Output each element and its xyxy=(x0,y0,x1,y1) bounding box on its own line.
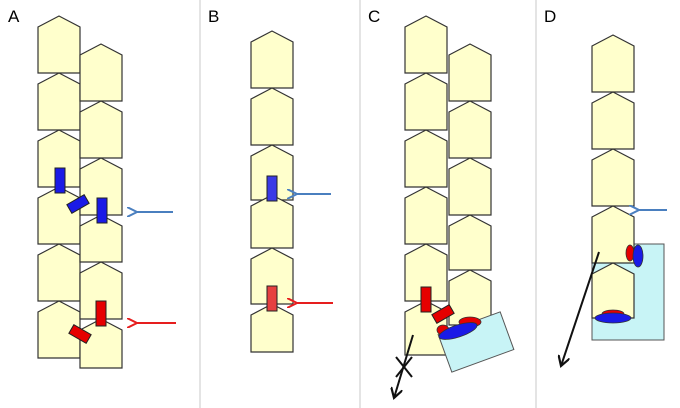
cell-column-a-right xyxy=(79,43,123,369)
cell xyxy=(37,15,81,74)
blocked-cross-icon xyxy=(395,356,413,378)
cell xyxy=(404,243,448,302)
cell xyxy=(250,144,294,201)
blue-marker xyxy=(96,197,108,224)
panel-c xyxy=(394,15,515,398)
panel-d xyxy=(561,34,667,366)
panel-b xyxy=(250,30,333,353)
cell-column-a-left xyxy=(37,15,81,359)
cell-column-c-left xyxy=(404,15,448,356)
cell-column-c-right xyxy=(448,43,492,326)
cell xyxy=(404,72,448,131)
panel-label-d: D xyxy=(544,7,556,26)
cell-column-b xyxy=(250,30,294,353)
cell xyxy=(448,157,492,216)
blue-adhesion-blob xyxy=(594,312,632,324)
cell xyxy=(591,205,635,264)
cell xyxy=(448,43,492,102)
red-marker xyxy=(95,300,107,327)
red-marker xyxy=(420,286,432,313)
panel-a xyxy=(37,15,176,369)
cell xyxy=(591,262,635,319)
red-marker xyxy=(431,303,455,325)
cell xyxy=(250,87,294,146)
cell xyxy=(79,261,123,320)
blue-marker xyxy=(54,167,66,194)
blue-marker xyxy=(266,175,278,202)
cell xyxy=(250,30,294,89)
blue-adhesion-blob xyxy=(438,322,478,340)
panel-label-b: B xyxy=(208,7,219,26)
cell xyxy=(591,91,635,150)
cell xyxy=(404,129,448,188)
blue-marker xyxy=(66,193,90,215)
cell xyxy=(37,72,81,131)
cell xyxy=(37,129,81,188)
cell xyxy=(37,243,81,302)
cell xyxy=(591,34,635,93)
cell xyxy=(37,186,81,245)
cell xyxy=(448,269,492,326)
cell xyxy=(250,247,294,305)
panel-label-c: C xyxy=(368,7,380,26)
cell xyxy=(591,148,635,207)
cell xyxy=(79,100,123,159)
panel-label-a: A xyxy=(8,7,20,26)
cell xyxy=(448,214,492,271)
cell xyxy=(404,15,448,74)
cell xyxy=(79,43,123,102)
cell xyxy=(250,194,294,249)
red-marker xyxy=(68,323,92,345)
cell xyxy=(404,186,448,245)
cell-column-d xyxy=(591,34,635,319)
cell xyxy=(448,100,492,159)
black-force-arrow xyxy=(561,251,600,366)
blue-adhesion-blob xyxy=(632,244,644,268)
red-marker xyxy=(266,285,278,312)
